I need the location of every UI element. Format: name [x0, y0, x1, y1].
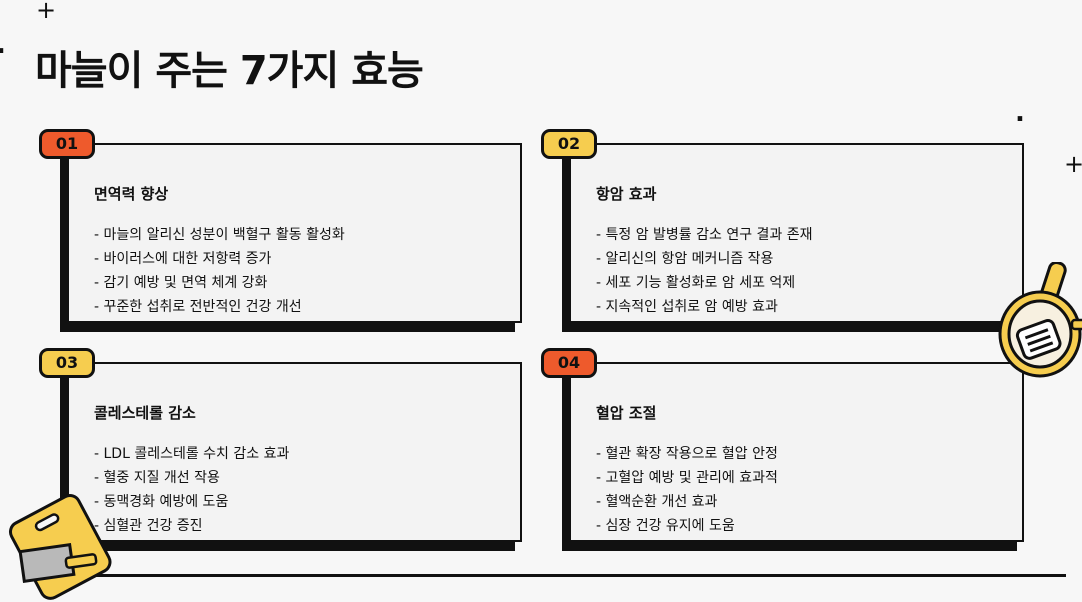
card-item: - 세포 기능 활성화로 암 세포 억제 — [596, 275, 796, 291]
dot-decoration-left: . — [0, 32, 6, 58]
card-item: - 꾸준한 섭취로 전반적인 건강 개선 — [94, 299, 302, 315]
card-number-badge: 01 — [39, 129, 95, 159]
card-number-badge: 02 — [541, 129, 597, 159]
card-title: 혈압 조절 — [596, 404, 657, 422]
card-item: - 혈관 확장 작용으로 혈압 안정 — [596, 446, 778, 462]
card-title: 항암 효과 — [596, 185, 657, 203]
card-item: - 혈액순환 개선 효과 — [596, 494, 718, 510]
card-item: - 심혈관 건강 증진 — [94, 518, 203, 534]
card-box: 01 면역력 향상 - 마늘의 알리신 성분이 백혈구 활동 활성화 - 바이러… — [39, 129, 522, 323]
card-item: - 혈중 지질 개선 작용 — [94, 470, 220, 486]
card-title: 면역력 향상 — [94, 185, 169, 203]
card-item-list: - 혈관 확장 작용으로 혈압 안정 - 고혈압 예방 및 관리에 효과적 - … — [596, 442, 778, 538]
card-item: - 지속적인 섭취로 암 예방 효과 — [596, 299, 778, 315]
card-number-badge: 04 — [541, 348, 597, 378]
card-item-list: - 마늘의 알리신 성분이 백혈구 활동 활성화 - 바이러스에 대한 저항력 … — [94, 223, 345, 319]
benefit-card-blood-pressure: 04 혈압 조절 - 혈관 확장 작용으로 혈압 안정 - 고혈압 예방 및 관… — [541, 348, 1024, 551]
card-item-list: - LDL 콜레스테롤 수치 감소 효과 - 혈중 지질 개선 작용 - 동맥경… — [94, 442, 289, 538]
card-box: 03 콜레스테롤 감소 - LDL 콜레스테롤 수치 감소 효과 - 혈중 지질… — [39, 348, 522, 542]
card-number-badge: 03 — [39, 348, 95, 378]
card-item: - 심장 건강 유지에 도움 — [596, 518, 735, 534]
plus-decoration-top-left: + — [36, 0, 57, 24]
card-item-list: - 특정 암 발병률 감소 연구 결과 존재 - 알리신의 항암 메커니즘 작용… — [596, 223, 813, 319]
cutting-board-icon — [8, 494, 112, 600]
card-title: 콜레스테롤 감소 — [94, 404, 196, 422]
card-box: 04 혈압 조절 - 혈관 확장 작용으로 혈압 안정 - 고혈압 예방 및 관… — [541, 348, 1024, 542]
benefit-card-anticancer: 02 항암 효과 - 특정 암 발병률 감소 연구 결과 존재 - 알리신의 항… — [541, 129, 1024, 332]
card-box: 02 항암 효과 - 특정 암 발병률 감소 연구 결과 존재 - 알리신의 항… — [541, 129, 1024, 323]
card-item: - 동맥경화 예방에 도움 — [94, 494, 229, 510]
card-item: - 알리신의 항암 메커니즘 작용 — [596, 251, 774, 267]
benefit-card-cholesterol: 03 콜레스테롤 감소 - LDL 콜레스테롤 수치 감소 효과 - 혈중 지질… — [39, 348, 522, 551]
bottom-divider — [95, 574, 1066, 577]
card-item: - 마늘의 알리신 성분이 백혈구 활동 활성화 — [94, 227, 345, 243]
card-item: - 감기 예방 및 면역 체계 강화 — [94, 275, 268, 291]
plus-decoration-right: + — [1064, 150, 1082, 178]
page-title: 마늘이 주는 7가지 효능 — [35, 48, 424, 94]
frying-pan-icon — [998, 262, 1082, 378]
benefit-card-immunity: 01 면역력 향상 - 마늘의 알리신 성분이 백혈구 활동 활성화 - 바이러… — [39, 129, 522, 332]
dot-decoration-right: . — [1015, 98, 1025, 128]
card-item: - LDL 콜레스테롤 수치 감소 효과 — [94, 446, 290, 462]
card-item: - 고혈압 예방 및 관리에 효과적 — [596, 470, 778, 486]
card-item: - 바이러스에 대한 저항력 증가 — [94, 251, 272, 267]
card-item: - 특정 암 발병률 감소 연구 결과 존재 — [596, 227, 813, 243]
